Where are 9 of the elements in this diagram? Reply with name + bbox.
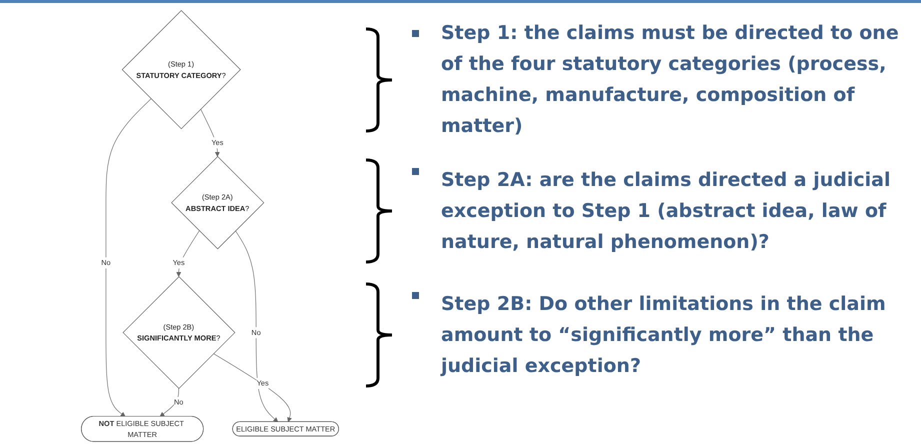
step-description: Step 2B: Do other limitations in the claim amount to “significantly more” than the judicial exception?	[441, 292, 887, 378]
arrow	[160, 388, 179, 417]
step-description: Step 2A: are the claims directed a judicial exception to Step 1 (abstract idea, law of nature, natural phenomenon)?	[441, 168, 892, 254]
arrow	[235, 230, 278, 422]
arrow	[213, 353, 292, 422]
step-description: Step 1: the claims must be directed to one of the four statutory categories (process, machine, manufacture, composition of matter)	[441, 21, 900, 139]
arrow	[106, 98, 152, 417]
arrow	[176, 230, 200, 277]
arrow	[200, 108, 220, 157]
